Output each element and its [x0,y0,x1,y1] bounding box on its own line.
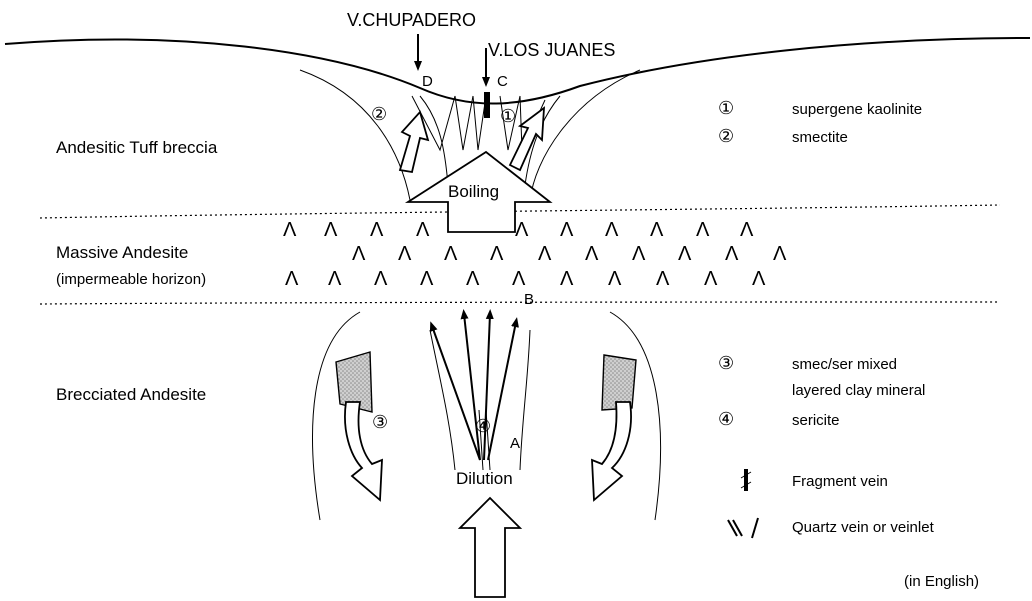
caret: Λ [725,243,739,265]
caret: Λ [696,219,710,241]
upper-envelope-left [300,70,410,200]
vein-label-chupadero: V.CHUPADERO [347,10,476,30]
layer-label-massive: Massive Andesite [56,243,188,262]
caret: Λ [656,268,670,290]
caret: Λ [370,219,384,241]
marker-2: ② [371,104,387,124]
caret: Λ [416,219,430,241]
quartz-vein-symbol [728,518,758,538]
caret: Λ [420,268,434,290]
upper-flow-arrow-left [400,112,428,172]
dilution-label: Dilution [456,469,513,488]
legend-marker-2: ② [718,126,734,146]
caret: Λ [490,243,504,265]
caret: Λ [324,219,338,241]
point-a: A [510,435,520,452]
layer-label-massive-note: (impermeable horizon) [56,271,206,288]
vein-label-los-juanes: V.LOS JUANES [488,40,615,60]
legend-marker-3: ③ [718,353,734,373]
caret: Λ [466,268,480,290]
dilution-arrow [460,498,520,597]
layer-boundary-lower [40,302,1000,304]
return-arrow-right [592,402,631,500]
legend-marker-1: ① [718,98,734,118]
caret: Λ [608,268,622,290]
caret: Λ [512,268,526,290]
caret: Λ [773,243,787,265]
caret: Λ [678,243,692,265]
layer-label-tuff: Andesitic Tuff breccia [56,138,218,157]
upper-envelope-right [530,70,640,200]
marker-3: ③ [372,412,388,432]
footnote-in-english: (in English) [904,573,979,590]
rising-flow-arrows [432,314,516,460]
inner-fan-left [420,96,448,185]
caret: Λ [328,268,342,290]
fragment-vein-symbol [741,469,751,491]
caret: Λ [605,219,619,241]
andesite-caret-pattern: Λ Λ Λ Λ Λ Λ Λ Λ Λ Λ Λ Λ Λ Λ Λ Λ Λ Λ Λ Λ … [283,219,787,290]
legend-text-4: sericite [792,412,840,429]
legend-text-1: supergene kaolinite [792,101,922,118]
caret: Λ [444,243,458,265]
caret: Λ [650,219,664,241]
legend-text-3: smec/ser mixed [792,356,897,373]
lower-channel-left [430,330,455,470]
caret: Λ [740,219,754,241]
layer-label-brecciated: Brecciated Andesite [56,385,206,404]
marker-4: ④ [475,416,491,436]
legend: ① supergene kaolinite ② smectite ③ smec/… [718,98,935,538]
legend-text-3b: layered clay mineral [792,382,925,399]
layer-boundary-upper [40,205,1000,218]
caret: Λ [538,243,552,265]
caret: Λ [704,268,718,290]
caret: Λ [285,268,299,290]
caret: Λ [283,219,297,241]
legend-fragment-vein: Fragment vein [792,473,888,490]
legend-quartz-vein: Quartz vein or veinlet [792,519,935,536]
point-c: C [497,73,508,90]
caret: Λ [560,268,574,290]
caret: Λ [752,268,766,290]
caret: Λ [585,243,599,265]
legend-marker-4: ④ [718,409,734,429]
caret: Λ [560,219,574,241]
caret: Λ [515,219,529,241]
caret: Λ [374,268,388,290]
marker-1: ① [500,106,516,126]
boiling-label: Boiling [448,182,499,201]
point-b: B [524,291,534,308]
caret: Λ [352,243,366,265]
point-d: D [422,73,433,90]
caret: Λ [398,243,412,265]
legend-text-2: smectite [792,129,848,146]
lower-channel-right [520,330,530,470]
caret: Λ [632,243,646,265]
